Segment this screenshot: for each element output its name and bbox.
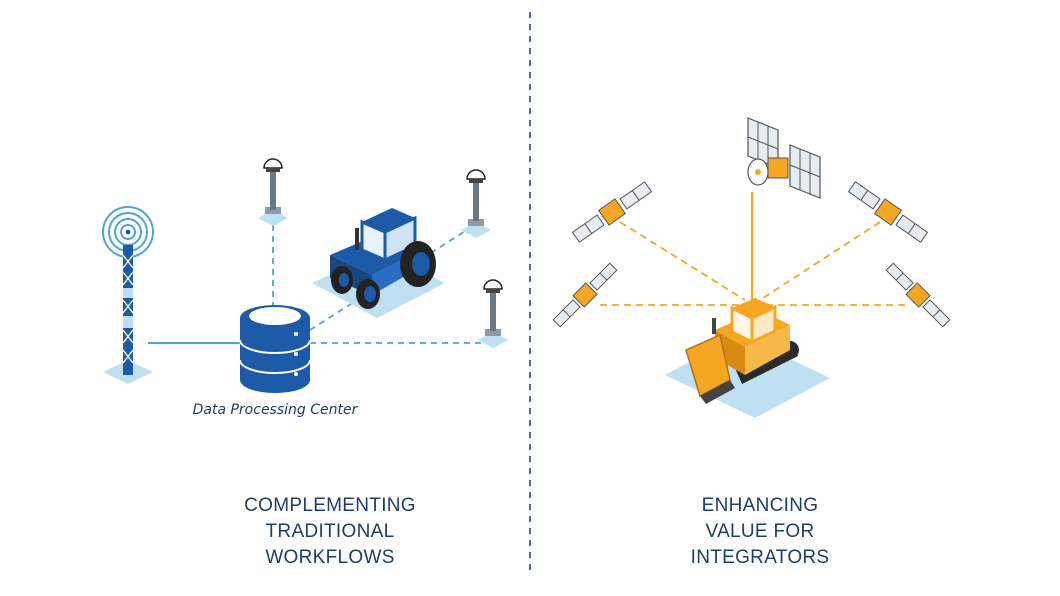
gnss-antenna-icon (478, 279, 508, 348)
right-caption: ENHANCING VALUE FOR INTEGRATORS (640, 493, 880, 571)
bulldozer-icon (665, 298, 830, 418)
satellite-link-upper-left (619, 221, 746, 301)
right-caption-line: INTEGRATORS (690, 547, 830, 568)
station-right-link (309, 227, 471, 331)
satellite-icon (747, 117, 821, 199)
satellite-link-upper-right (759, 221, 881, 301)
left-caption: COMPLEMENTING TRADITIONAL WORKFLOWS (210, 493, 450, 571)
cell-tower-icon (102, 206, 154, 384)
gnss-antenna-icon (461, 169, 491, 238)
tractor-icon (312, 208, 445, 318)
database-icon (239, 305, 311, 393)
left-connections (148, 225, 485, 344)
satellite-icon (571, 181, 653, 243)
left-caption-line: TRADITIONAL (265, 521, 395, 542)
right-caption-line: ENHANCING (701, 495, 819, 516)
satellite-icon (847, 181, 929, 243)
gnss-antenna-icon (258, 158, 288, 226)
data-processing-center-label: Data Processing Center (192, 402, 358, 418)
left-caption-line: WORKFLOWS (265, 547, 395, 568)
satellite-icon (885, 262, 951, 328)
left-caption-line: COMPLEMENTING (244, 495, 416, 516)
satellite-links (600, 192, 905, 306)
satellite-icon (552, 262, 618, 328)
right-caption-line: VALUE FOR (705, 521, 815, 542)
